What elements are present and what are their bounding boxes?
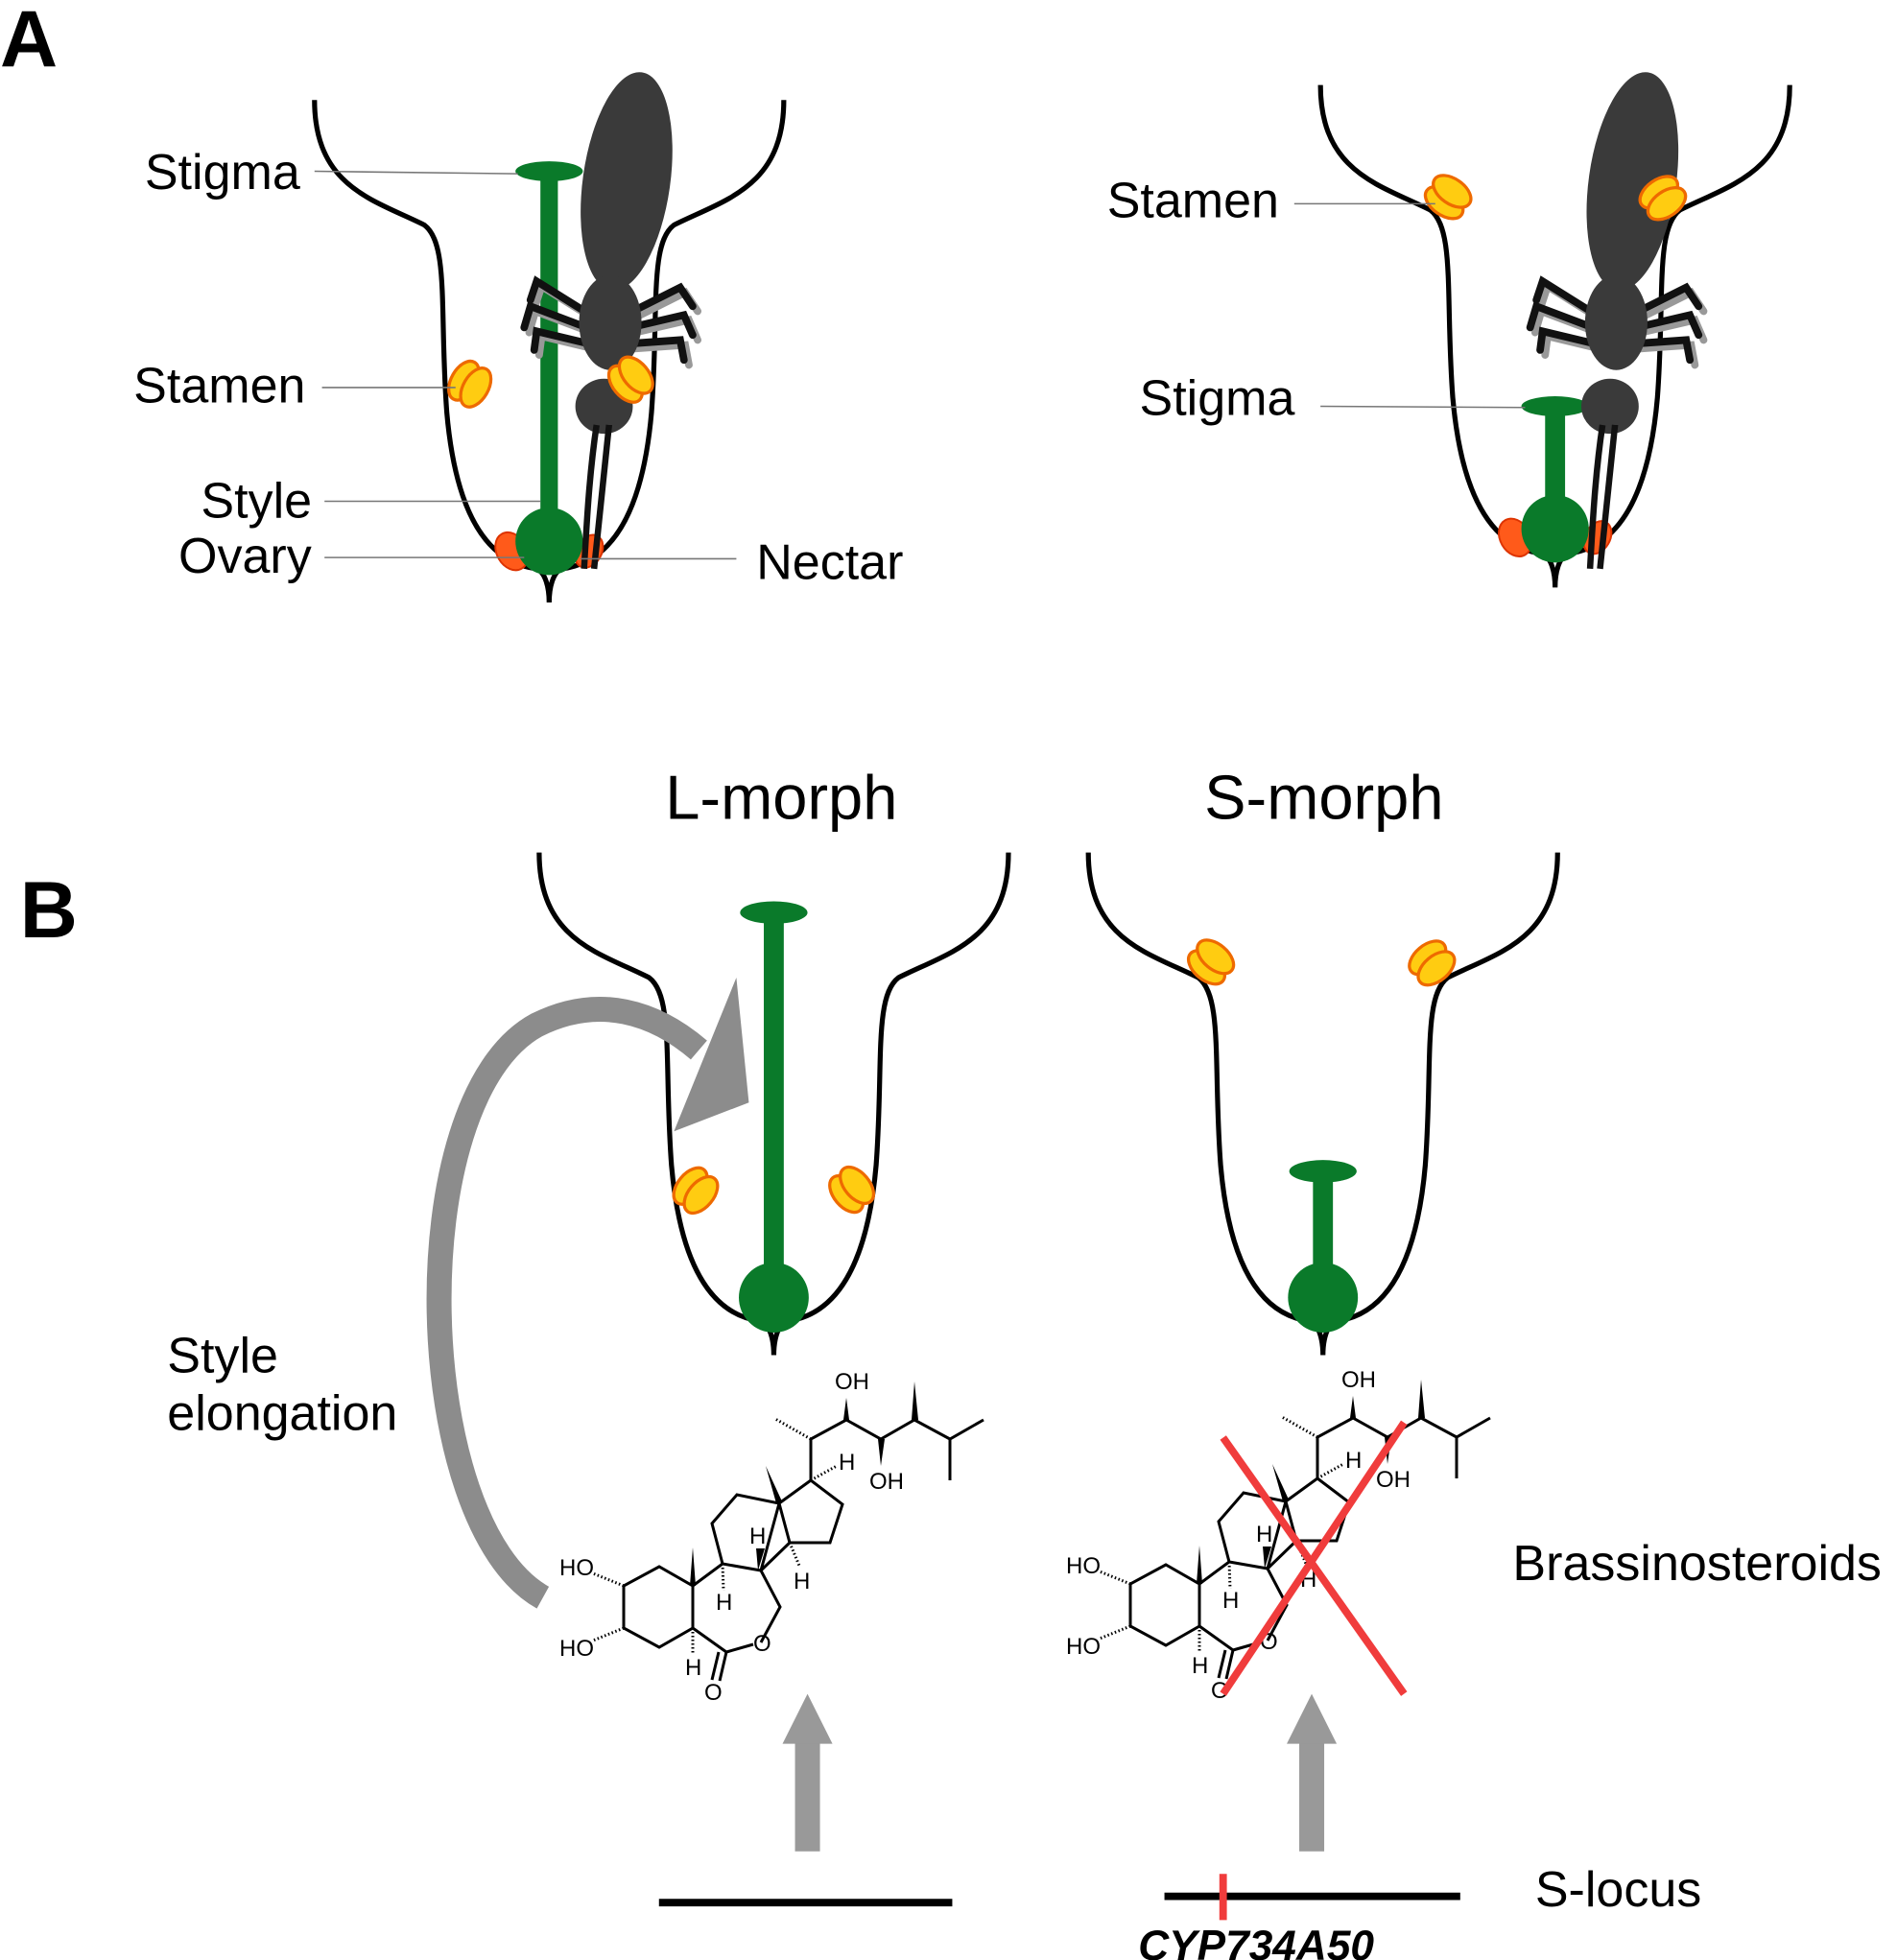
l-morph-flower (539, 853, 1008, 1356)
svg-text:OH: OH (1376, 1467, 1411, 1493)
up-arrow-l (782, 1693, 833, 1852)
svg-text:HO: HO (1066, 1634, 1101, 1660)
svg-text:OH: OH (869, 1469, 904, 1495)
svg-text:HO: HO (559, 1555, 594, 1581)
svg-text:O: O (753, 1631, 771, 1657)
svg-text:HO: HO (1066, 1553, 1101, 1579)
s-locus-label: S-locus (1535, 1862, 1701, 1918)
svg-text:H: H (1345, 1448, 1362, 1474)
s-morph-title: S-morph (1204, 762, 1443, 832)
l-morph-title: L-morph (665, 762, 897, 832)
brassinosteroids-label: Brassinosteroids (1512, 1536, 1882, 1592)
svg-text:O: O (704, 1680, 723, 1706)
gene-label: CYP734A50 (1138, 1923, 1374, 1960)
svg-text:H: H (749, 1523, 766, 1549)
panel-a-label: A (0, 0, 58, 83)
s-morph-flower (1088, 853, 1557, 1356)
svg-text:H: H (716, 1590, 732, 1616)
svg-text:OH: OH (835, 1369, 869, 1395)
label-style: Style (201, 473, 312, 529)
label-stigma: Stigma (145, 145, 300, 201)
panel-b-label: B (20, 865, 78, 955)
pistil (515, 161, 583, 576)
svg-text:O: O (1211, 1678, 1229, 1704)
label-stamen: Stamen (133, 359, 305, 414)
svg-text:H: H (1192, 1653, 1208, 1679)
label-stigma: Stigma (1140, 371, 1295, 427)
stamen (440, 354, 499, 414)
red-cross-icon (1220, 1420, 1408, 1696)
label-ovary: Ovary (178, 529, 312, 584)
svg-text:OH: OH (1341, 1367, 1376, 1393)
label-stamen: Stamen (1107, 174, 1279, 229)
svg-text:H: H (1256, 1522, 1272, 1547)
svg-text:H: H (1222, 1588, 1239, 1614)
svg-text:HO: HO (559, 1636, 594, 1662)
svg-text:H: H (794, 1569, 810, 1594)
l-flower-a: Stigma Stamen Style Ovary Nectar (133, 66, 903, 602)
brassinosteroid-molecule-l: OH OH HO HO H H H H H O O (559, 1369, 985, 1706)
style-elongation-arrow (426, 977, 749, 1609)
svg-text:H: H (685, 1655, 701, 1681)
brassinosteroid-molecule-s: OH OH HO HO H H H H H O O (1066, 1367, 1492, 1704)
s-flower-a: Stamen Stigma (1107, 66, 1790, 587)
up-arrow-s (1287, 1693, 1338, 1852)
label-nectar: Nectar (756, 534, 903, 590)
pistil (1521, 396, 1589, 563)
svg-text:H: H (839, 1450, 855, 1476)
